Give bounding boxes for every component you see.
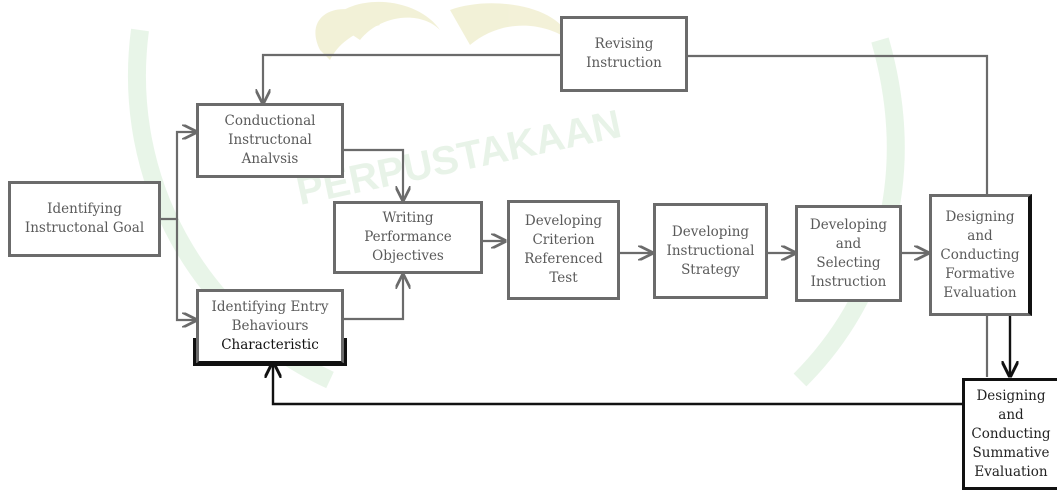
node-revising-instruction: Revising Instruction xyxy=(560,16,688,92)
entry-dark-corners xyxy=(193,338,347,366)
node-identifying-goal-label: Identifying Instructonal Goal xyxy=(24,201,145,236)
node-identifying-entry: Identifying Entry Behaviours Characteris… xyxy=(196,289,344,364)
node-identifying-entry-label: Identifying Entry Behaviours xyxy=(211,299,329,334)
node-identifying-entry-characteristic: Characteristic xyxy=(221,337,319,353)
edge-summative-to-entry xyxy=(273,363,962,406)
node-formative-evaluation: Designing and Conducting Formative Evalu… xyxy=(929,194,1032,316)
node-selecting-instruction: Developing and Selecting Instruction xyxy=(795,205,902,302)
node-criterion-test-label: Developing Criterion Referenced Test xyxy=(524,213,603,286)
node-writing-objectives-label: Writing Performance Objectives xyxy=(364,210,452,264)
node-conductional-analysis: Conductional Instructonal Analvsis xyxy=(196,103,344,178)
node-summative-evaluation: Designing and Conducting Summative Evalu… xyxy=(962,378,1057,490)
edge-entry-to-objectives xyxy=(344,275,403,321)
node-formative-evaluation-label: Designing and Conducting Formative Evalu… xyxy=(940,208,1020,301)
node-conductional-analysis-label: Conductional Instructonal Analvsis xyxy=(224,113,316,167)
edge-goal-to-entry xyxy=(175,219,196,320)
node-instructional-strategy: Developing Instructional Strategy xyxy=(653,203,768,299)
node-summative-evaluation-label: Designing and Conducting Summative Evalu… xyxy=(971,387,1051,480)
node-revising-instruction-label: Revising Instruction xyxy=(586,36,662,71)
edge-conductional-to-objectives xyxy=(344,148,403,200)
node-writing-objectives: Writing Performance Objectives xyxy=(333,201,483,274)
edge-revising-to-conductional xyxy=(263,53,560,103)
edge-goal-to-conductional xyxy=(161,132,196,221)
node-criterion-test: Developing Criterion Referenced Test xyxy=(507,200,620,300)
node-instructional-strategy-label: Developing Instructional Strategy xyxy=(666,223,755,278)
node-selecting-instruction-label: Developing and Selecting Instruction xyxy=(809,216,888,290)
edge-formative-to-revising xyxy=(688,54,989,195)
node-identifying-goal: Identifying Instructonal Goal xyxy=(8,181,161,257)
